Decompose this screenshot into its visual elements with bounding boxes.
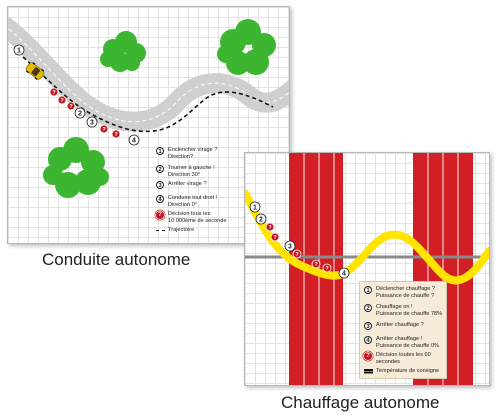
decision-marker: ?: [265, 222, 275, 232]
legend-marker: 4: [156, 195, 164, 203]
legend-text: Trajectoire: [168, 227, 195, 233]
legend-item: 1 Déclencher chauffage ? Puissance de ch…: [364, 286, 456, 299]
legend-item: 2 Chauffage on ! Puissance de chauffe 78…: [364, 304, 456, 317]
legend-item: 4 Arrêter chauffage ! Puissance de chauf…: [364, 336, 456, 349]
driving-scene: ? ? ? ? ? 1 2 3 4: [8, 16, 289, 198]
legend-text: Arrêter chauffage ?: [376, 322, 424, 328]
legend-text: Enclencher virage ? Direction?: [168, 147, 218, 160]
legend-text: Conduire tout droit ! Direction 0°: [168, 195, 218, 208]
legend-text: Arrêter chauffage ! Puissance de chauffe…: [376, 336, 440, 349]
driving-legend: 1 Enclencher virage ? Direction? 2 Tourn…: [156, 147, 276, 239]
setpoint-line-icon: [364, 369, 373, 371]
svg-text:?: ?: [268, 225, 272, 231]
step-marker-3: 3: [86, 116, 98, 128]
legend-marker: 3: [364, 322, 372, 330]
step-marker-1: 1: [249, 201, 261, 213]
trajectory-line-icon: [156, 230, 165, 231]
legend-text: Tourner à gauche ! Direction 30°: [168, 165, 215, 178]
legend-text: Décision tous les 10 000ème de seconde: [168, 211, 227, 224]
legend-item: Trajectoire: [156, 227, 248, 234]
legend-item: ? Décision toutes les 60 secondes: [364, 352, 456, 365]
car-icon: [25, 61, 45, 81]
decision-marker: ?: [270, 232, 280, 242]
decision-markers: ? ? ? ? ?: [265, 222, 332, 273]
svg-text:3: 3: [90, 120, 94, 127]
legend-item: Température de consigne: [364, 368, 456, 375]
legend-text: Température de consigne: [376, 368, 440, 374]
trajectory-line: [22, 56, 274, 133]
decision-marker: ?: [99, 124, 109, 134]
legend-item: 3 Arrêter virage ?: [156, 181, 248, 189]
tree: [100, 31, 146, 72]
step-marker-4: 4: [338, 267, 350, 279]
step-marker-1: 1: [13, 44, 25, 56]
temperature-curve: [245, 189, 489, 285]
svg-text:4: 4: [132, 138, 136, 145]
autonomous-driving-panel: ? ? ? ? ? 1 2 3 4 1 Enclencher virage ? …: [7, 6, 290, 244]
legend-item: 4 Conduire tout droit ! Direction 0°: [156, 195, 248, 208]
svg-text:?: ?: [314, 262, 318, 268]
decision-marker-icon: ?: [364, 352, 372, 360]
decision-marker: ?: [66, 101, 76, 111]
svg-text:?: ?: [114, 132, 118, 138]
step-marker-4: 4: [128, 134, 140, 146]
step-marker-2: 2: [255, 213, 267, 225]
legend-marker: 1: [364, 286, 372, 294]
svg-text:?: ?: [102, 127, 106, 133]
legend-item: 1 Enclencher virage ? Direction?: [156, 147, 248, 160]
heating-caption: Chauffage autonome: [281, 393, 440, 412]
decision-marker: ?: [322, 263, 332, 273]
svg-text:?: ?: [69, 104, 73, 110]
legend-text: Déclencher chauffage ? Puissance de chau…: [376, 286, 435, 299]
decision-marker: ?: [49, 87, 59, 97]
legend-text: Arrêter virage ?: [168, 181, 207, 187]
legend-text: Chauffage on ! Puissance de chauffe 78%: [376, 304, 443, 317]
legend-item: 2 Tourner à gauche ! Direction 30°: [156, 165, 248, 178]
autonomous-heating-panel: ? ? ? ? ? 1 2 3 4 1 Déclencher chauffage…: [244, 152, 490, 386]
decision-marker: ?: [292, 249, 302, 259]
step-marker-2: 2: [74, 107, 86, 119]
svg-text:?: ?: [60, 98, 64, 104]
tree: [217, 19, 276, 75]
decision-markers: ? ? ? ? ?: [49, 87, 121, 139]
heating-legend: 1 Déclencher chauffage ? Puissance de ch…: [359, 281, 447, 379]
legend-item: ? Décision tous les 10 000ème de seconde: [156, 211, 248, 224]
svg-text:?: ?: [295, 252, 299, 258]
legend-marker: 1: [156, 147, 164, 155]
svg-text:4: 4: [342, 271, 346, 278]
tree: [43, 137, 109, 198]
svg-text:2: 2: [259, 217, 263, 224]
decision-marker: ?: [111, 129, 121, 139]
svg-text:3: 3: [288, 244, 292, 251]
road-center-line: [8, 28, 289, 123]
svg-text:2: 2: [78, 111, 82, 118]
svg-text:?: ?: [273, 235, 277, 241]
decision-marker: ?: [57, 95, 67, 105]
decision-marker: ?: [311, 259, 321, 269]
svg-text:?: ?: [325, 266, 329, 272]
svg-text:1: 1: [253, 205, 257, 212]
svg-text:1: 1: [17, 48, 21, 55]
step-marker-3: 3: [284, 240, 296, 252]
legend-text: Décision toutes les 60 secondes: [376, 352, 431, 365]
legend-marker: 4: [364, 336, 372, 344]
legend-marker: 3: [156, 181, 164, 189]
svg-text:?: ?: [52, 90, 56, 96]
decision-marker-icon: ?: [156, 211, 164, 219]
legend-item: 3 Arrêter chauffage ?: [364, 322, 456, 330]
legend-marker: 2: [156, 165, 164, 173]
driving-caption: Conduite autonome: [42, 250, 191, 269]
legend-marker: 2: [364, 304, 372, 312]
